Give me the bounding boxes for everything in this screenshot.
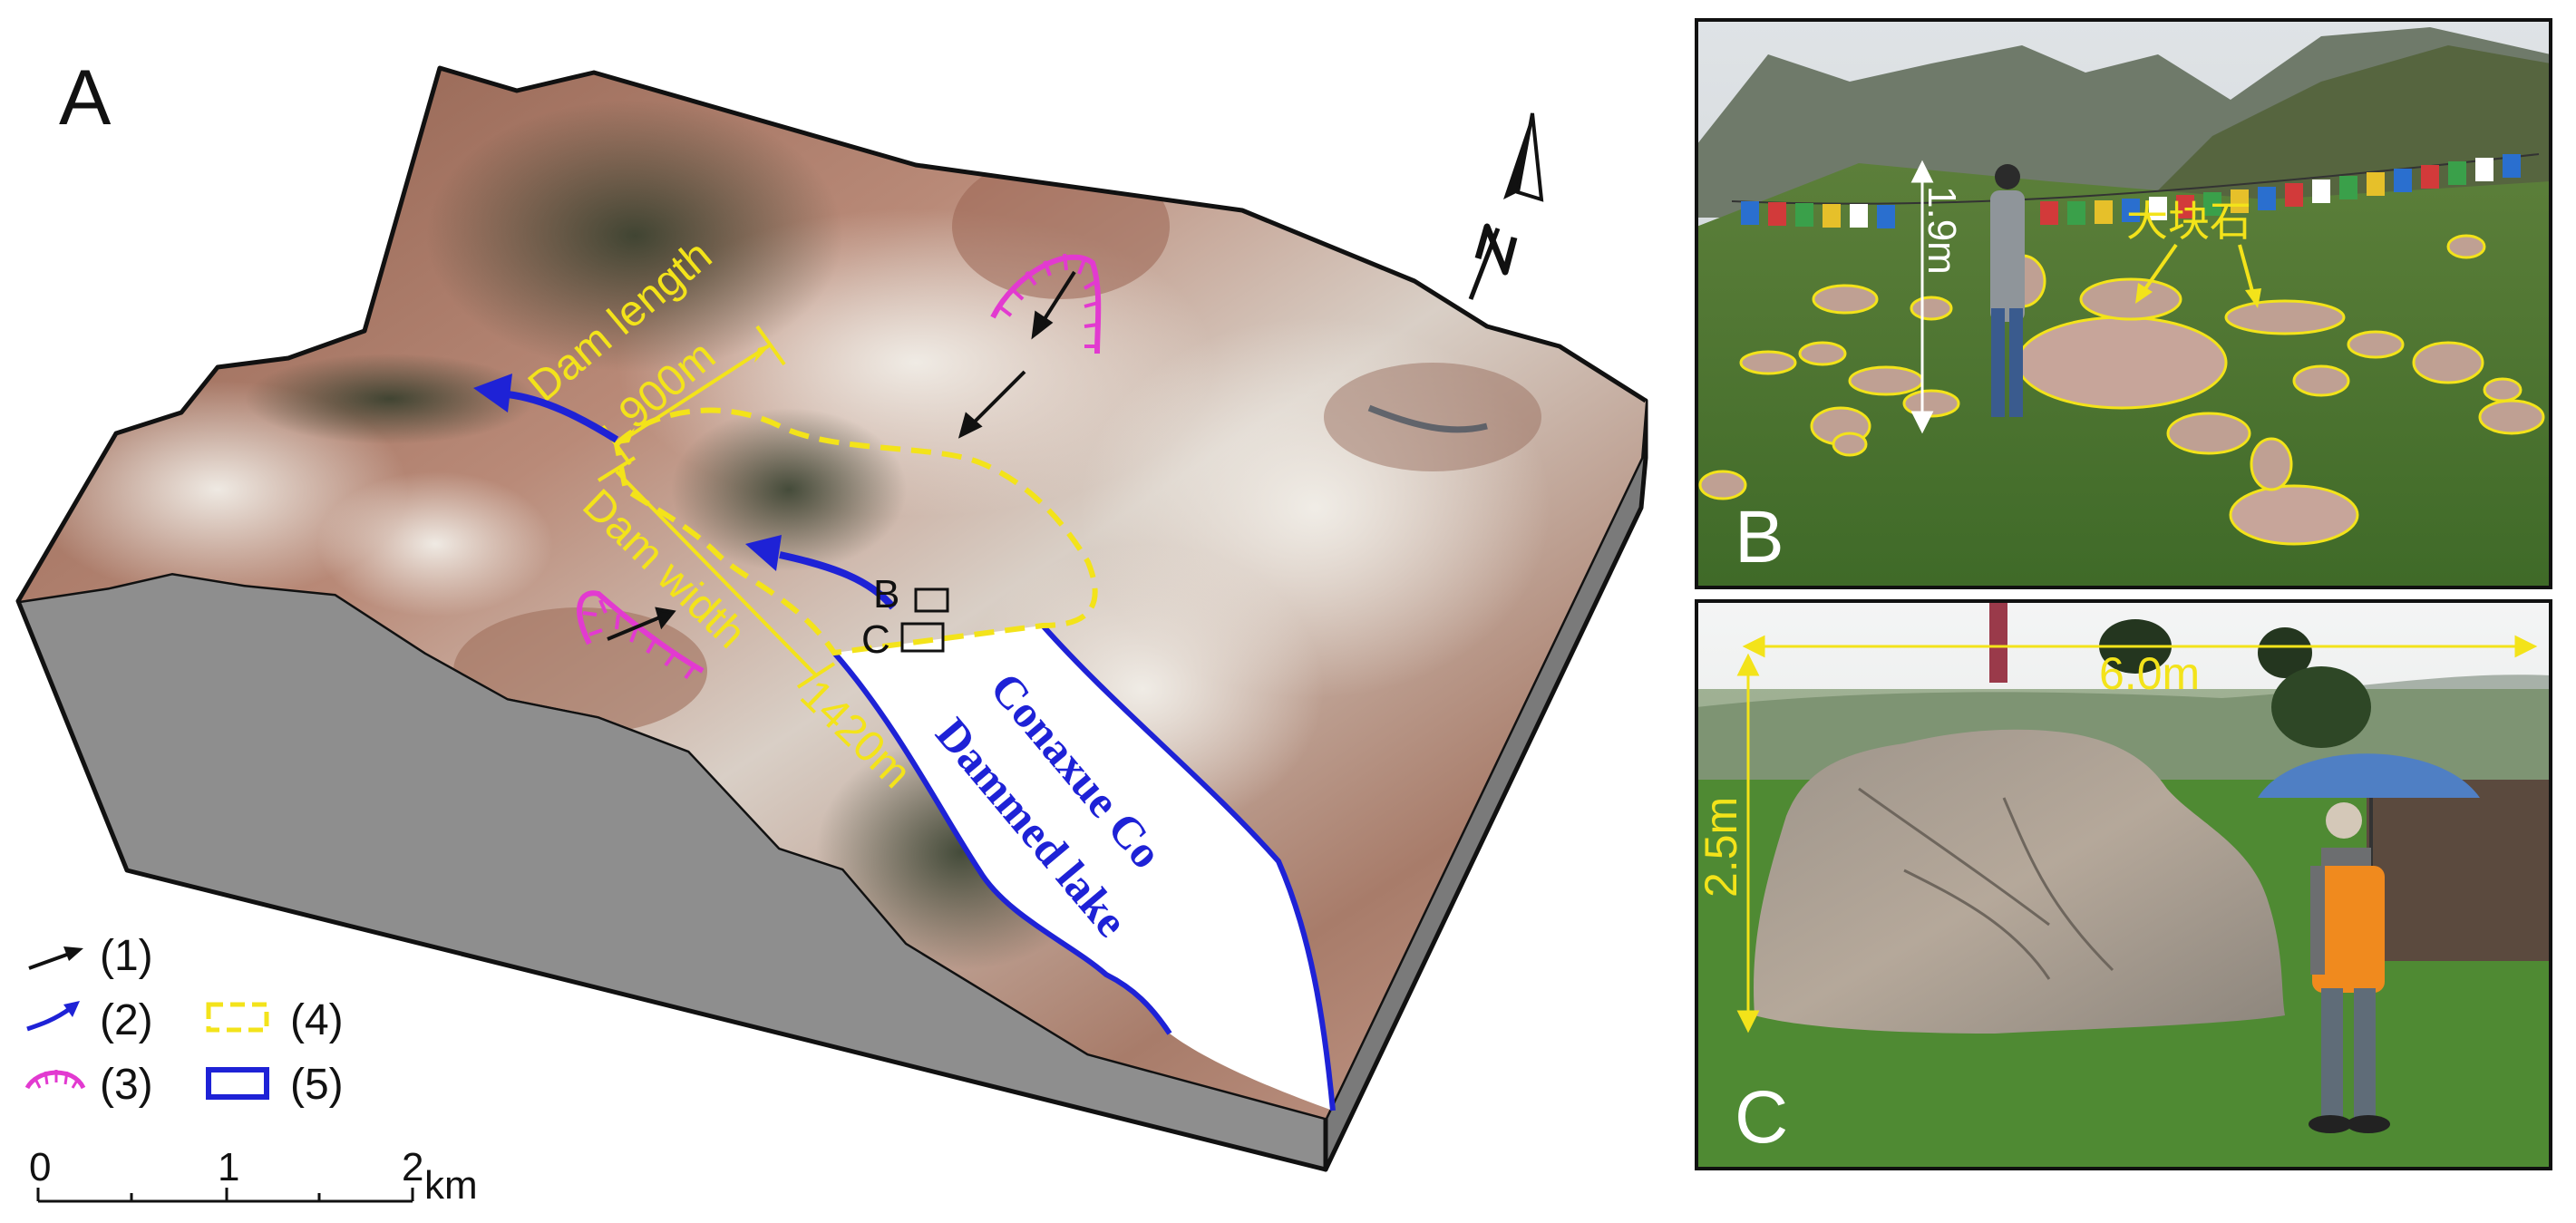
panel-c-photo: 6.0m 2.5m C: [1695, 599, 2552, 1170]
boulder-label-b: 大块石: [2126, 198, 2251, 245]
landslide-scarp-upper: [990, 253, 1102, 354]
scale-tick-2: 2: [402, 1145, 423, 1189]
boulders: [1698, 234, 2545, 546]
panel-c-letter: C: [1735, 1076, 1788, 1159]
dammed-lake: [834, 626, 1333, 1111]
landslide-direction-arrows: [607, 270, 1076, 641]
person-with-umbrella: [2258, 753, 2480, 1133]
scale-unit: km: [424, 1163, 478, 1208]
marker-c-box: [900, 622, 945, 653]
scale-tick-0: 0: [29, 1145, 51, 1189]
landslide-scarp-lower: [577, 590, 705, 680]
river-arrow-upper: [507, 391, 619, 443]
legend-item-4: (4): [206, 996, 344, 1044]
legend-item-5: (5): [206, 1061, 344, 1109]
height-label-b: 1.9m: [1920, 186, 1964, 275]
dam-length-dimension: [601, 325, 786, 466]
large-boulder: [1754, 729, 2285, 1034]
height-label-c: 2.5m: [1696, 797, 1746, 898]
marker-c-label: C: [861, 617, 890, 662]
dam-width-dimension: [597, 456, 836, 689]
river-arrow-upper-head: [473, 374, 512, 413]
legend-item-5-label: (5): [290, 1061, 344, 1109]
scale-tick-1: 1: [218, 1145, 239, 1189]
scale-bar: 0 1 2 km: [29, 1145, 478, 1208]
panel-b-letter: B: [1735, 496, 1784, 578]
height-measure-c: [1736, 653, 1760, 1034]
lake-boundary-blue: [1040, 624, 1336, 1111]
lake-boundary-blue-left: [831, 651, 1172, 1035]
width-label-c: 6.0m: [2099, 648, 2200, 699]
panel-b-photo: 1.9m 大块石 B: [1695, 18, 2552, 589]
landslide-dam-outline: [613, 407, 1098, 656]
panel-b-frame: [1695, 18, 2552, 589]
legend-item-1: (1): [28, 932, 153, 980]
river-arrow-lower-head: [745, 535, 782, 571]
river-arrow-lower: [779, 551, 897, 610]
legend-item-3-label: (3): [100, 1061, 153, 1109]
north-arrow-icon: [1468, 112, 1544, 300]
legend-item-4-label: (4): [290, 996, 344, 1044]
prayer-flags: [1741, 154, 2521, 228]
panel-a-block-diagram: Conaxue Co Dammed lake Dam length 900m D…: [15, 54, 1648, 1172]
height-measure-b: [1910, 160, 1934, 434]
marker-b-box: [914, 587, 949, 613]
person-figure-b: [1990, 164, 2025, 417]
marker-b-label: B: [873, 572, 899, 616]
legend: (1) (2) (3) (4) (5): [24, 932, 344, 1109]
panel-a-letter: A: [59, 54, 112, 141]
legend-item-1-label: (1): [100, 932, 153, 980]
legend-item-2-label: (2): [100, 996, 153, 1044]
legend-item-3: (3): [24, 1061, 153, 1109]
panel-c-frame: [1695, 599, 2552, 1170]
legend-item-2: (2): [26, 996, 153, 1044]
terrain-outline: [15, 65, 1648, 603]
width-measure-c: [1742, 635, 2538, 658]
